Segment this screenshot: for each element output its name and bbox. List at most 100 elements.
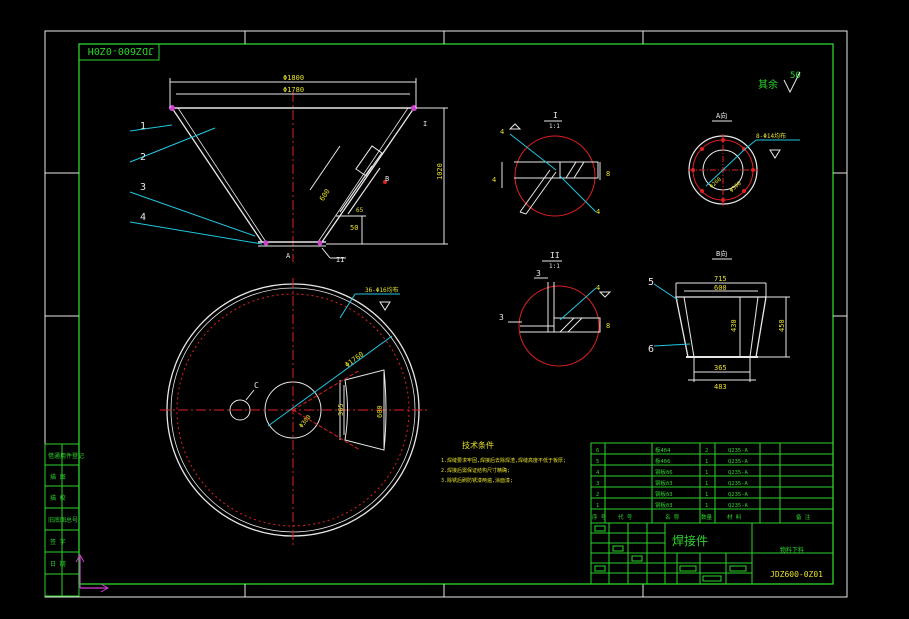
- bom-cell-qty: 1: [705, 503, 708, 509]
- bom-cell-name: 板4δ4: [655, 446, 671, 454]
- svg-text:II: II: [550, 251, 560, 260]
- bom-cell-material: Q235-A: [728, 470, 749, 476]
- plan-view: Φ1760 Φ300 365 600 C 36-Φ16均布: [160, 278, 428, 545]
- detail-ii: II 1:1 4 3 3 8: [499, 251, 612, 367]
- dim-top-outer: Φ1800: [283, 74, 304, 82]
- svg-text:Φ300: Φ300: [298, 414, 313, 430]
- bom-cell-no: 6: [596, 448, 599, 454]
- detail-b: B向 715 600 430 450 365 483 5 6: [648, 249, 790, 391]
- stamp-5: 日 期: [50, 560, 66, 568]
- detail-i: I 1:1 4 4 4 8: [492, 111, 610, 217]
- svg-text:I: I: [553, 111, 558, 120]
- bom-cell-name: 钢板δ3: [655, 490, 673, 498]
- bom-cell-no: 1: [596, 503, 599, 509]
- bom-cell-qty: 1: [705, 470, 708, 476]
- svg-text:材 料: 材 料: [727, 513, 742, 521]
- svg-text:4: 4: [596, 284, 600, 292]
- stamp-1: 描 图: [50, 473, 66, 481]
- svg-text:5: 5: [648, 277, 654, 288]
- svg-text:50: 50: [350, 224, 358, 232]
- svg-text:B: B: [385, 175, 389, 183]
- svg-text:4: 4: [596, 208, 600, 216]
- svg-text:715: 715: [714, 275, 727, 283]
- title-block-title: 焊接件: [672, 533, 708, 548]
- svg-text:A: A: [286, 252, 291, 260]
- svg-text:4: 4: [500, 128, 504, 136]
- svg-text:36-Φ16均布: 36-Φ16均布: [365, 286, 399, 294]
- svg-text:Φ300: Φ300: [729, 181, 743, 194]
- svg-text:B向: B向: [716, 249, 727, 258]
- svg-text:600: 600: [318, 188, 332, 203]
- svg-text:1:1: 1:1: [549, 263, 560, 270]
- svg-text:2: 2: [140, 152, 146, 163]
- svg-text:4: 4: [140, 212, 146, 223]
- tech-note-3: 3.除锈后刷防锈漆两遍,涂面漆;: [441, 477, 513, 484]
- dim-top-inner: Φ1780: [283, 86, 304, 94]
- svg-text:1: 1: [140, 121, 146, 132]
- svg-text:3: 3: [536, 269, 541, 278]
- stamp-3: 旧底图总号: [48, 516, 78, 524]
- svg-text:6: 6: [648, 344, 654, 355]
- svg-text:483: 483: [714, 383, 727, 391]
- svg-text:65: 65: [356, 207, 364, 214]
- svg-text:II: II: [336, 256, 344, 264]
- code-stamp-text: JDZ600-0Z0H: [88, 45, 154, 56]
- svg-text:I: I: [423, 120, 427, 128]
- tech-notes: 技术条件 1.焊缝要求牢固,焊接后去除焊渣,焊缝高度不低于板厚; 2.焊接后需保…: [441, 440, 566, 484]
- code-stamp: JDZ600-0Z0H: [78, 43, 160, 61]
- bom-cell-qty: 1: [705, 492, 708, 498]
- svg-text:序 号: 序 号: [592, 513, 607, 521]
- svg-text:8: 8: [606, 170, 610, 178]
- svg-text:600: 600: [714, 284, 727, 292]
- svg-text:3: 3: [140, 182, 146, 193]
- roughness-symbol: 其余 50: [758, 71, 801, 94]
- svg-text:8-Φ14均布: 8-Φ14均布: [756, 132, 786, 140]
- bom-cell-qty: 1: [705, 459, 708, 465]
- svg-text:600: 600: [376, 405, 384, 418]
- svg-text:3: 3: [499, 313, 504, 322]
- stamp-0: 借通用件登记: [48, 452, 84, 460]
- svg-text:代 号: 代 号: [618, 513, 633, 521]
- bom-cell-name: 板4δ6: [655, 457, 670, 465]
- svg-text:365: 365: [337, 403, 345, 416]
- stamp-2: 描 校: [50, 494, 66, 502]
- svg-text:4: 4: [492, 176, 496, 184]
- tech-notes-heading: 技术条件: [462, 440, 494, 450]
- svg-text:数量: 数量: [701, 513, 713, 521]
- sheet-frame: [44, 30, 848, 598]
- bom-cell-no: 3: [596, 481, 599, 487]
- svg-text:8: 8: [606, 322, 610, 330]
- bom-cell-material: Q235-A: [728, 481, 749, 487]
- svg-text:备 注: 备 注: [796, 513, 811, 521]
- svg-text:450: 450: [778, 319, 786, 332]
- svg-text:A向: A向: [716, 111, 727, 120]
- svg-text:名 称: 名 称: [665, 513, 680, 521]
- title-block-drawing-no: JDZ600-0Z01: [770, 570, 823, 579]
- svg-text:1:1: 1:1: [549, 123, 560, 130]
- bom-cell-qty: 1: [705, 481, 708, 487]
- side-stamp-column: 借通用件登记 描 图 描 校 旧底图总号 签 字 日 期: [44, 443, 84, 597]
- tech-note-2: 2.焊接后需保证结构尺寸精确;: [441, 467, 510, 474]
- front-view: Φ1800 Φ1780 1020 50 65 600 I B A II 1 2 …: [129, 74, 448, 264]
- svg-text:50: 50: [790, 71, 801, 81]
- stamp-4: 签 字: [50, 538, 66, 546]
- svg-text:Φ260: Φ260: [709, 177, 723, 190]
- svg-text:C: C: [254, 381, 259, 390]
- bom-cell-name: 钢板δ3: [655, 479, 673, 487]
- svg-text:其余: 其余: [758, 78, 778, 91]
- bom-cell-name: 钢板δ6: [655, 468, 673, 476]
- bom-cell-material: Q235-A: [728, 448, 749, 454]
- bom-cell-material: Q235-A: [728, 492, 749, 498]
- bom-cell-material: Q235-A: [728, 459, 749, 465]
- bom-cell-material: Q235-A: [728, 503, 749, 509]
- bom-cell-qty: 2: [705, 448, 708, 454]
- bom-cell-no: 2: [596, 492, 599, 498]
- ucs-icon: [75, 553, 110, 593]
- dim-height: 1020: [436, 163, 444, 180]
- title-block-subtitle: 物料下料: [780, 546, 804, 554]
- tech-note-1: 1.焊缝要求牢固,焊接后去除焊渣,焊缝高度不低于板厚;: [441, 457, 566, 464]
- svg-text:365: 365: [714, 364, 727, 372]
